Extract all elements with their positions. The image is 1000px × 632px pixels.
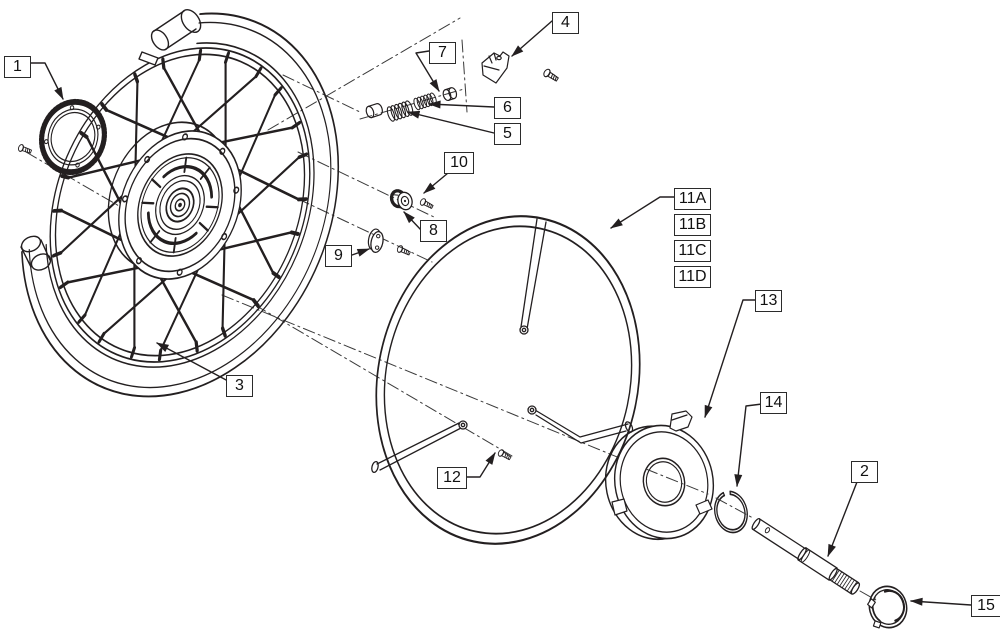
callout-13[interactable]: 13 [755, 290, 782, 312]
screw-part10 [418, 197, 435, 211]
hub-cover-tabs [611, 410, 713, 516]
leader-1 [30, 62, 64, 100]
screw-part9 [395, 244, 412, 258]
callout-11d[interactable]: 11D [674, 266, 711, 288]
knurled-nut-drawing [389, 189, 413, 211]
toothed-ring-drawing [17, 98, 108, 176]
leader-9 [351, 248, 370, 257]
callout-1[interactable]: 1 [4, 56, 31, 78]
leader-6 [428, 100, 495, 109]
leader-5 [407, 110, 495, 134]
callout-12[interactable]: 12 [437, 467, 467, 489]
handrim-arm-top [519, 218, 547, 335]
leader-13 [704, 299, 758, 418]
callout-8[interactable]: 8 [420, 220, 447, 242]
hub-cover-drawing [604, 410, 715, 541]
screw-part1 [17, 143, 33, 156]
handrim-drawing [371, 215, 641, 545]
spoke-lines [51, 48, 309, 362]
leader-11a [610, 196, 675, 229]
leader-12 [466, 452, 496, 478]
leader-10 [423, 172, 449, 194]
callout-7[interactable]: 7 [429, 42, 456, 64]
wheel-drawing [20, 9, 340, 398]
retaining-ring-drawing [714, 490, 748, 534]
bushing-7-drawing [442, 87, 458, 102]
callout-6[interactable]: 6 [494, 97, 521, 119]
latch-bracket-drawing [481, 51, 561, 84]
callout-15[interactable]: 15 [971, 595, 1000, 617]
callout-9[interactable]: 9 [325, 245, 352, 267]
leader-2 [827, 481, 858, 557]
callout-5[interactable]: 5 [494, 123, 521, 145]
tire-drawing [21, 12, 340, 398]
leader-14 [734, 403, 763, 487]
leader-7 [415, 50, 440, 92]
tire-cut-stub-top [138, 9, 202, 66]
callout-leaders [30, 20, 972, 606]
plug-drawing [365, 103, 383, 119]
axle-drawing [751, 518, 861, 595]
leader-15 [910, 597, 972, 606]
tire-cut-stub-bottom [20, 235, 52, 271]
axle-cap-drawing [867, 585, 908, 629]
leader-8 [403, 211, 422, 231]
handrim-arm-right [527, 405, 634, 444]
spring-5-drawing [386, 100, 414, 122]
handrim-arm-left [371, 420, 468, 474]
anchor-plate-drawing [367, 228, 384, 253]
callout-14[interactable]: 14 [760, 392, 787, 414]
spring-6-drawing [413, 92, 437, 111]
hub-drum-drawing [107, 121, 242, 280]
rim-drawing [49, 47, 311, 363]
callout-4[interactable]: 4 [552, 12, 579, 34]
callout-11a[interactable]: 11A [674, 188, 711, 210]
leader-3 [156, 342, 229, 382]
leader-4 [511, 20, 553, 57]
callout-10[interactable]: 10 [444, 152, 474, 174]
callout-11b[interactable]: 11B [674, 214, 711, 236]
callout-2[interactable]: 2 [851, 461, 878, 483]
axis-centerlines-front [645, 468, 877, 601]
callout-3[interactable]: 3 [226, 375, 253, 397]
callout-11c[interactable]: 11C [674, 240, 711, 262]
